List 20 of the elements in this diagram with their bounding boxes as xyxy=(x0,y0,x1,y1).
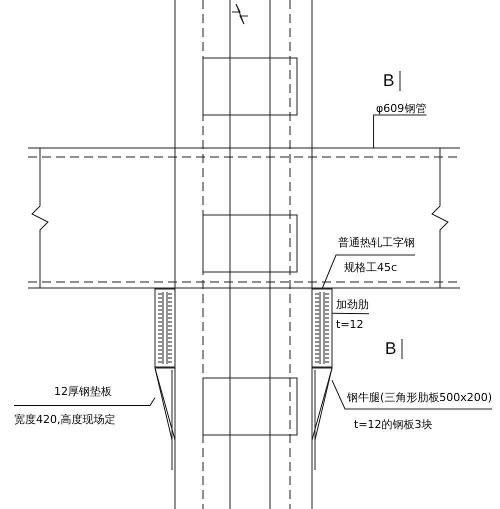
annotation-text: 加劲肋 xyxy=(336,298,369,311)
section-label: B xyxy=(383,72,394,90)
annotation-text: t=12 xyxy=(336,318,364,331)
annotation-text: 钢牛腿(三角形肋板500x200) xyxy=(347,391,492,404)
annotation-text: 规格工45c xyxy=(344,261,398,274)
leader-line xyxy=(322,254,416,290)
steel-bracket-drawing xyxy=(154,288,176,470)
annotation-text: t=12的钢板3块 xyxy=(354,418,433,431)
steel-pipe-drawing xyxy=(28,148,460,288)
annotation-text: 宽度420,高度现场定 xyxy=(14,413,116,426)
leader-line xyxy=(332,380,493,410)
annotation-text: 普通热轧工字钢 xyxy=(338,236,415,249)
leader-line xyxy=(373,114,427,148)
annotation-text: 12厚钢垫板 xyxy=(54,385,112,398)
section-label: B xyxy=(385,340,396,358)
leader-line xyxy=(14,397,156,406)
triangular-bracket-drawing xyxy=(312,368,333,470)
leader-line xyxy=(332,312,370,314)
annotation-text: φ609钢管 xyxy=(376,102,426,115)
i-beam-drawing xyxy=(312,288,332,368)
